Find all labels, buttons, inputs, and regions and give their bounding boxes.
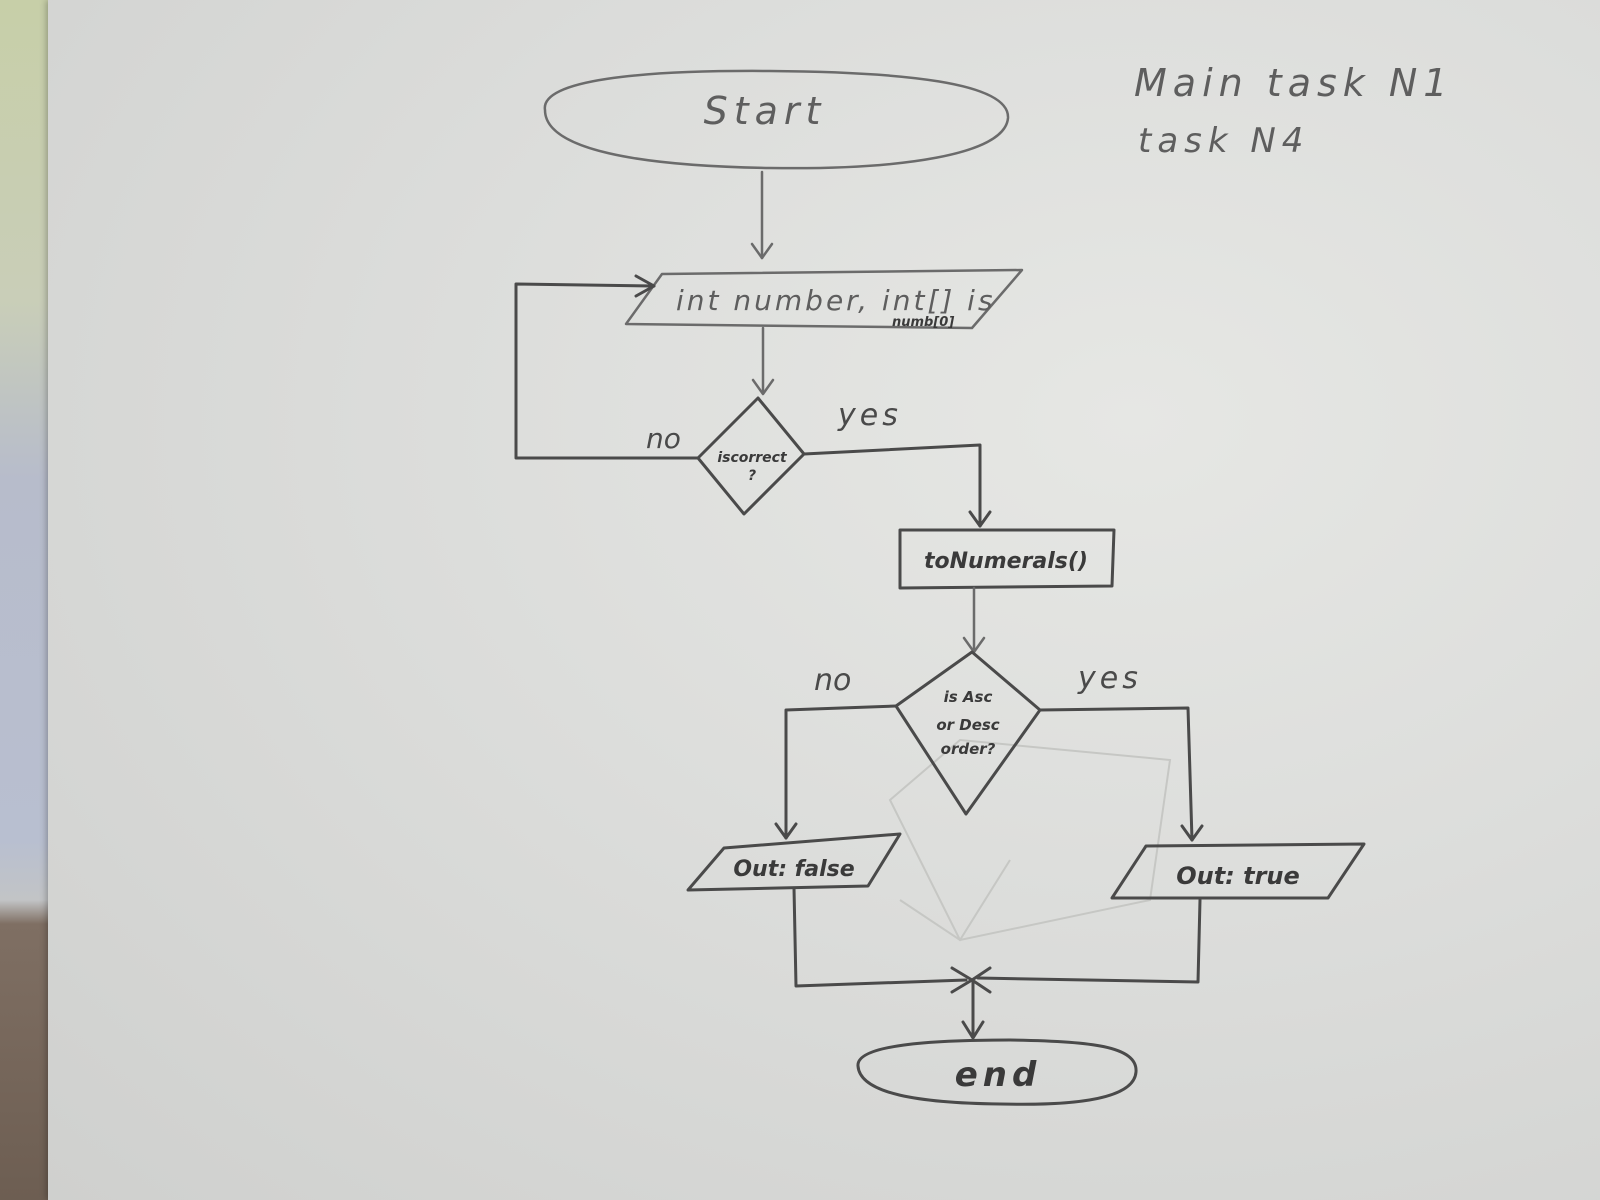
output-false-parallelogram: Out: false <box>686 832 902 892</box>
process-box: toNumerals() <box>898 528 1116 590</box>
page-title: Main task N1 task N4 <box>1134 61 1453 161</box>
decision1-no-label: no <box>646 422 681 455</box>
decision1-yes-label: yes <box>837 398 902 433</box>
process-label: toNumerals() <box>924 549 1088 574</box>
arrow-decision1-no-loop: no <box>514 274 700 460</box>
paper-sheet <box>48 0 1600 1200</box>
end-terminator: end <box>856 1038 1138 1106</box>
arrow-start-input <box>750 170 774 260</box>
arrow-decision2-no: no <box>774 663 898 840</box>
output-false-label: Out: false <box>733 857 854 882</box>
decision-iscorrect: iscorrect ? <box>696 396 806 516</box>
title-line-1: Main task N1 <box>1134 61 1453 105</box>
decision1-line1: iscorrect <box>717 450 788 466</box>
decision2-line2: or Desc <box>936 716 999 734</box>
ghost-marks <box>888 738 1172 942</box>
input-label: int number, int[] is <box>676 284 996 317</box>
decision1-line2: ? <box>748 468 756 484</box>
decision2-yes-label: yes <box>1077 661 1142 696</box>
decision2-line1: is Asc <box>944 688 993 706</box>
decision-order: is Asc or Desc order? <box>894 650 1042 816</box>
start-label: Start <box>704 89 827 133</box>
arrow-input-decision1 <box>751 326 775 396</box>
arrow-process-decision2 <box>962 586 986 654</box>
title-line-2: task N4 <box>1138 121 1309 161</box>
end-label: end <box>955 1055 1042 1095</box>
merge-lines <box>792 886 1202 1040</box>
input-sub-label: numb[0] <box>892 315 954 330</box>
arrow-decision1-yes: yes <box>802 398 992 528</box>
decision2-no-label: no <box>814 663 851 698</box>
decision2-line3: order? <box>941 740 996 758</box>
output-true-label: Out: true <box>1176 862 1300 890</box>
output-true-parallelogram: Out: true <box>1110 842 1366 900</box>
start-terminator: Start <box>543 69 1010 170</box>
arrow-decision2-yes: yes <box>1038 661 1204 842</box>
input-parallelogram: int number, int[] is numb[0] <box>624 268 1024 330</box>
